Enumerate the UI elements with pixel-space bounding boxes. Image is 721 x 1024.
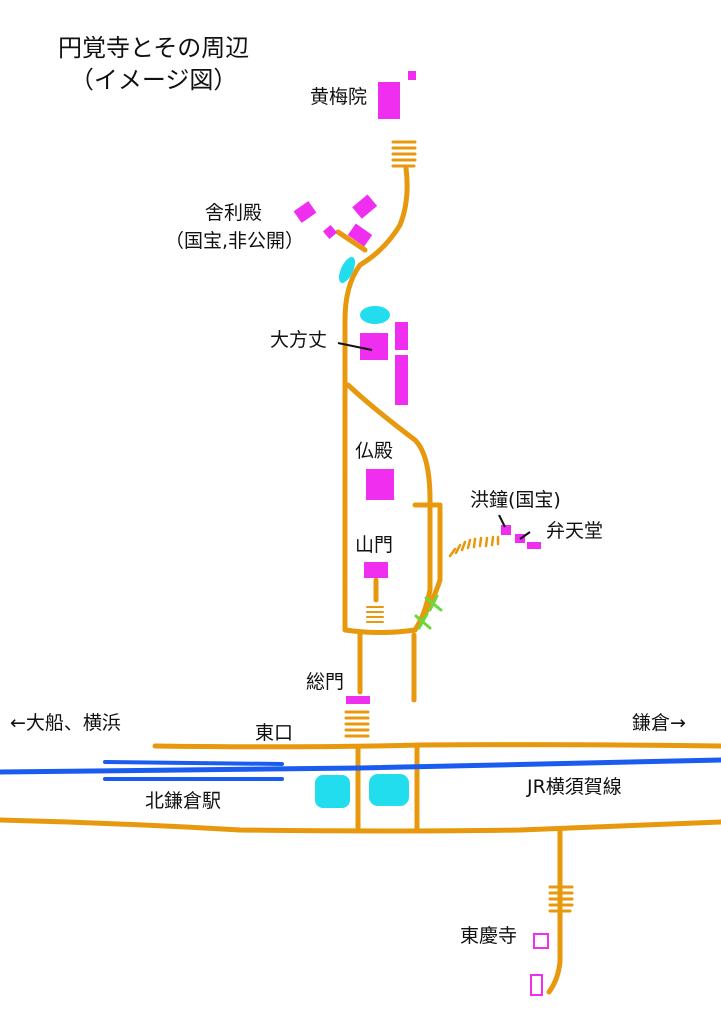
stairs-ogane bbox=[448, 535, 500, 558]
rail-main bbox=[0, 757, 721, 775]
label-sanmon: 山門 bbox=[355, 534, 394, 556]
label-to-kamakura: 鎌倉→ bbox=[632, 712, 686, 734]
building-tokeiji-2 bbox=[530, 974, 543, 996]
road-tokeiji bbox=[546, 827, 563, 995]
building-shariden-2 bbox=[352, 194, 378, 219]
ponds bbox=[315, 257, 409, 808]
label-somon: 総門 bbox=[306, 671, 345, 693]
building-obaiin-small bbox=[408, 71, 416, 80]
building-somon bbox=[346, 696, 370, 704]
building-butsuden bbox=[366, 469, 394, 500]
label-ogane: 洪鐘(国宝) bbox=[470, 489, 561, 511]
road-benten-branch bbox=[412, 502, 443, 633]
building-daihojo-2 bbox=[395, 322, 408, 350]
building-daihojo-3 bbox=[395, 355, 408, 405]
stairs bbox=[344, 140, 574, 913]
stairs-sanmon bbox=[366, 606, 384, 623]
leader-bentendo bbox=[519, 531, 531, 540]
building-ogane bbox=[501, 525, 511, 535]
pond-station-right bbox=[369, 774, 409, 806]
pond-shariden bbox=[338, 257, 356, 283]
building-tokeiji-1 bbox=[533, 933, 549, 949]
rail-lines bbox=[0, 757, 721, 781]
tokeiji-buildings bbox=[530, 933, 549, 996]
building-shariden-1 bbox=[293, 201, 317, 223]
label-butsuden: 仏殿 bbox=[355, 440, 394, 462]
gate-marker-1 bbox=[424, 594, 443, 612]
building-sanmon bbox=[364, 562, 388, 578]
label-to-ofuna: ←大船、横浜 bbox=[10, 712, 121, 734]
label-railway: JR横須賀線 bbox=[527, 776, 622, 798]
gate-marker-2 bbox=[414, 612, 432, 630]
building-obaiin bbox=[378, 82, 400, 119]
road-lower-street bbox=[0, 817, 721, 834]
road-shariden-branch bbox=[335, 229, 368, 253]
road-loop-bottom bbox=[342, 627, 418, 635]
pond-daihojo bbox=[360, 306, 390, 324]
label-daihojo: 大方丈 bbox=[270, 329, 328, 351]
roads bbox=[0, 165, 721, 995]
platform-line-1 bbox=[103, 760, 284, 766]
title-line-2: （イメージ図） bbox=[69, 66, 238, 95]
leader-ogane bbox=[498, 514, 506, 528]
title-line-1: 円覚寺とその周辺 bbox=[58, 34, 250, 62]
buildings bbox=[293, 71, 541, 704]
road-obaiin bbox=[342, 165, 410, 633]
label-obaiin: 黄梅院 bbox=[310, 86, 368, 108]
leader-lines bbox=[337, 342, 531, 540]
label-tokeiji: 東慶寺 bbox=[460, 925, 518, 947]
label-shariden-note: （国宝,非公開） bbox=[165, 230, 305, 252]
stairs-obaiin bbox=[391, 140, 417, 168]
label-east-exit: 東口 bbox=[255, 722, 294, 744]
building-daihojo bbox=[360, 333, 388, 360]
building-shariden-4 bbox=[347, 223, 373, 247]
gate-markers bbox=[414, 594, 443, 630]
stairs-tokeiji bbox=[548, 885, 574, 913]
stairs-somon bbox=[344, 710, 370, 738]
map-title: 円覚寺とその周辺 （イメージ図） bbox=[58, 32, 249, 97]
pond-station-left bbox=[315, 775, 350, 808]
label-shariden: 舎利殿 bbox=[205, 202, 263, 224]
leader-daihojo bbox=[337, 342, 373, 351]
road-upper-street bbox=[152, 742, 721, 750]
label-bentendo: 弁天堂 bbox=[546, 520, 604, 542]
label-station: 北鎌倉駅 bbox=[145, 790, 222, 812]
building-bentendo-2 bbox=[527, 542, 541, 549]
building-shariden-3 bbox=[322, 224, 338, 240]
